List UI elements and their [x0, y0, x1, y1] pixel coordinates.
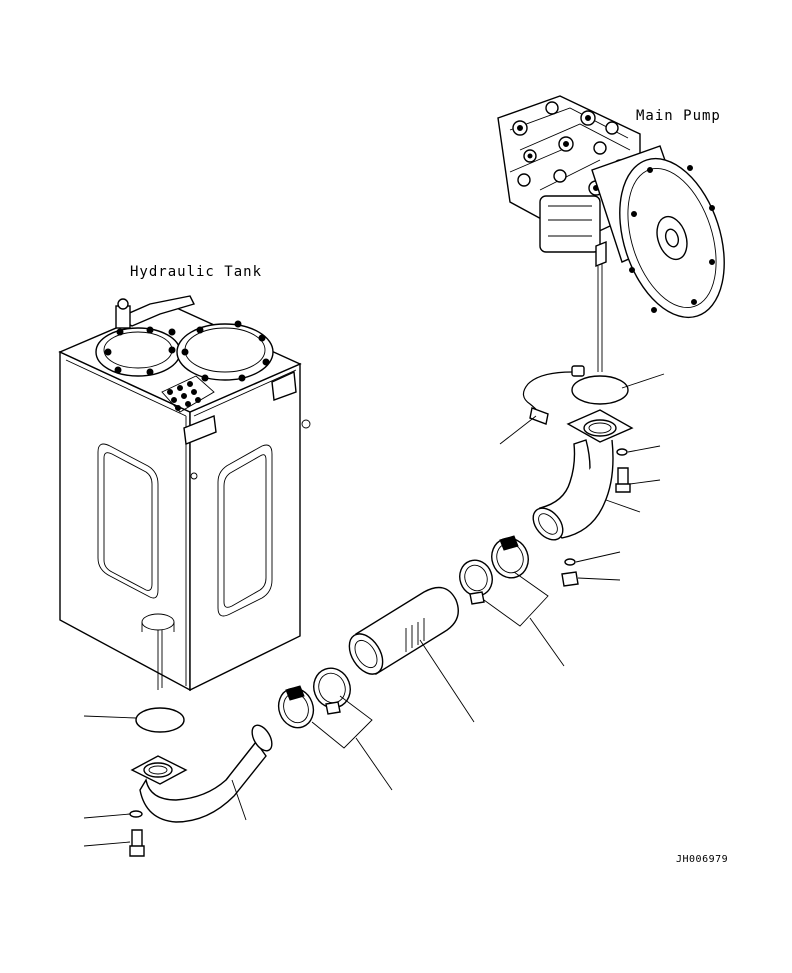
hydraulic-tank — [58, 295, 311, 692]
tank-side-elbow — [130, 724, 273, 823]
hose — [348, 586, 475, 723]
clamps-lower — [277, 667, 393, 791]
clamps-upper — [459, 535, 565, 667]
pump-side-elbow — [532, 409, 641, 541]
pump-gasket — [571, 375, 629, 405]
main-pump — [497, 95, 725, 372]
temperature-sensor — [499, 365, 585, 445]
tank-gasket — [135, 707, 185, 733]
drawing-code-label: JH006979 — [676, 854, 729, 865]
main-pump-label: Main Pump — [636, 108, 721, 124]
hydraulic-tank-label: Hydraulic Tank — [130, 264, 263, 280]
